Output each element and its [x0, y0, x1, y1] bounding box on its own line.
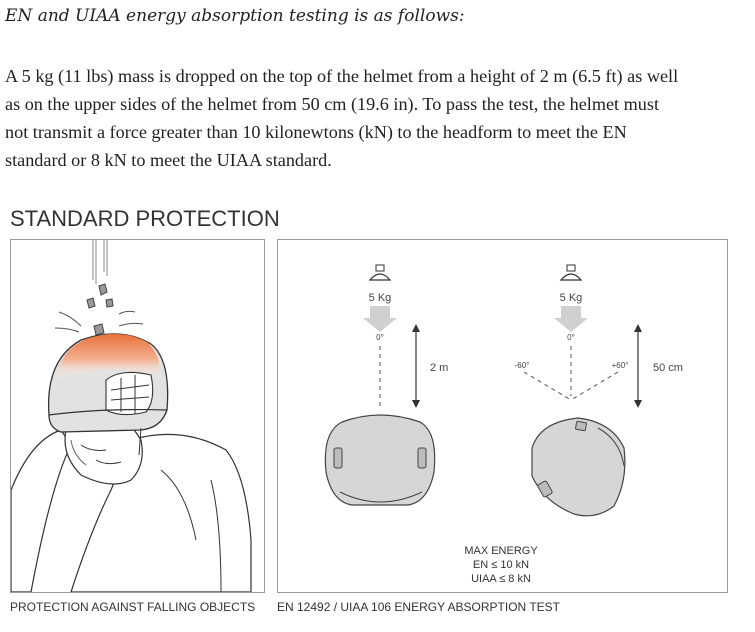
helmet-front-icon — [324, 414, 436, 506]
rock-trails — [92, 240, 108, 284]
test-description: A 5 kg (11 lbs) mass is dropped on the t… — [5, 62, 745, 174]
paragraph-line: standard or 8 kN to meet the UIAA standa… — [5, 150, 332, 170]
test-setup-drawing: 5 Kg 0° 2 m 5 Kg 0° - — [324, 264, 683, 517]
helmet-tilted-icon — [531, 417, 626, 517]
paragraph-line: not transmit a force greater than 10 kil… — [5, 122, 627, 142]
max-energy-uiaa: UIAA ≤ 8 kN — [471, 573, 531, 585]
top-height-label: 2 m — [430, 362, 448, 374]
intro-heading: EN and UIAA energy absorption testing is… — [5, 6, 465, 26]
side-mass-label: 5 Kg — [560, 292, 583, 304]
falling-rocks — [86, 283, 114, 336]
left-figure-caption: PROTECTION AGAINST FALLING OBJECTS — [10, 600, 256, 614]
max-energy-box: MAX ENERGY EN ≤ 10 kN UIAA ≤ 8 kN — [446, 544, 556, 586]
side-impact-test: 5 Kg 0° -60° +60° 50 cm — [515, 264, 683, 517]
right-figure-caption: EN 12492 / UIAA 106 ENERGY ABSORPTION TE… — [277, 600, 561, 614]
falling-objects-illustration — [10, 239, 265, 593]
figure-title: STANDARD PROTECTION — [10, 206, 280, 231]
side-angle-label: 0° — [567, 333, 575, 342]
left-angle-label: -60° — [515, 361, 530, 370]
climber-helmet-drawing — [11, 240, 252, 592]
max-energy-en: EN ≤ 10 kN — [472, 559, 530, 571]
top-impact-test: 5 Kg 0° 2 m — [324, 264, 448, 506]
energy-absorption-diagram: 5 Kg 0° 2 m 5 Kg 0° - — [277, 239, 728, 593]
impact-zone — [55, 333, 161, 380]
side-height-label: 50 cm — [653, 362, 683, 374]
top-angle-label: 0° — [376, 333, 384, 342]
paragraph-line: as on the upper sides of the helmet from… — [5, 94, 660, 114]
max-energy-title: MAX ENERGY — [464, 545, 538, 557]
right-angle-label: +60° — [612, 361, 629, 370]
paragraph-line: A 5 kg (11 lbs) mass is dropped on the t… — [5, 66, 679, 86]
impact-lines — [54, 310, 144, 333]
top-mass-label: 5 Kg — [369, 292, 392, 304]
